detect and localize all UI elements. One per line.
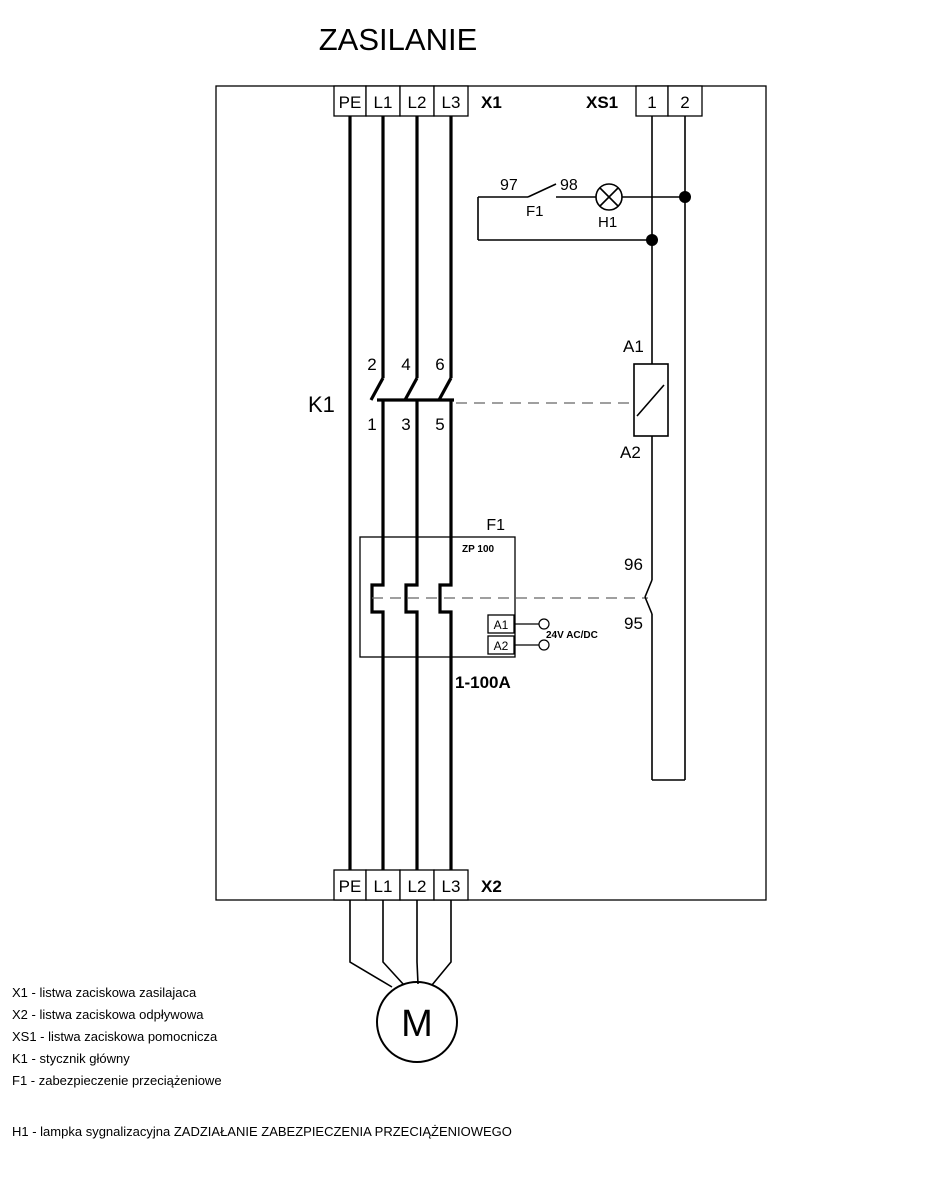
f1-nc-contact-lower <box>644 596 653 615</box>
f1-thermal-element-l3 <box>438 543 453 657</box>
junction-dot-xs1-1 <box>646 234 658 246</box>
f1-nc-contact-upper <box>644 579 653 598</box>
legend-item-x2: X2 - listwa zaciskowa odpływowa <box>12 1007 204 1022</box>
terminal-strip-x2: PE L1 L2 L3 X2 <box>333 869 502 901</box>
k1-terminal-6: 6 <box>435 355 444 374</box>
motor-lead-pe <box>349 900 393 988</box>
motor-lead-l1 <box>382 900 405 986</box>
xs1-cell-2 <box>667 85 703 117</box>
lamp-h1-label: H1 <box>598 214 617 231</box>
k1-label: K1 <box>308 392 335 417</box>
f1-97-98-contact <box>527 183 557 198</box>
phase-conductors-lower <box>381 657 453 870</box>
enclosure-frame <box>215 85 767 901</box>
overload-relay-f1: F1 ZP 100 A1 A2 24V AC/DC 1-100A <box>359 517 598 692</box>
contact-97-label: 97 <box>500 177 518 194</box>
legend-item-k1: K1 - stycznik główny <box>12 1051 130 1066</box>
f1-supply-a1-label: A1 <box>494 618 509 632</box>
f1-current-range: 1-100A <box>455 673 511 692</box>
xs1-label-1: 1 <box>647 93 656 112</box>
f1-housing <box>359 536 516 658</box>
xs1-name: XS1 <box>586 93 618 112</box>
k1-terminal-3: 3 <box>401 415 410 434</box>
f1-contact-96-label: 96 <box>624 555 643 574</box>
k1-coil-symbol <box>636 384 665 417</box>
contact-f1-label: F1 <box>526 203 544 220</box>
f1-supply-a2-label: A2 <box>494 639 509 653</box>
terminal-strip-x1: PE L1 L2 L3 X1 <box>333 85 502 117</box>
x2-label-l1: L1 <box>374 877 393 896</box>
f1-label: F1 <box>486 517 505 534</box>
terminal-strip-xs1: 1 2 XS1 <box>586 85 703 117</box>
junction-dot-xs1-2 <box>679 191 691 203</box>
h1-lamp-cross-b <box>599 187 619 207</box>
f1-supply-voltage: 24V AC/DC <box>546 630 598 641</box>
legend-item-x1: X1 - listwa zaciskowa zasilajaca <box>12 985 197 1000</box>
legend-footnote-h1: H1 - lampka sygnalizacyjna ZADZIAŁANIE Z… <box>12 1124 512 1139</box>
k1-contact-l2 <box>403 377 419 401</box>
x1-label-pe: PE <box>339 93 362 112</box>
x2-label-l2: L2 <box>408 877 427 896</box>
legend-item-f1: F1 - zabezpieczenie przeciążeniowe <box>12 1073 222 1088</box>
x1-label-l1: L1 <box>374 93 393 112</box>
f1-contact-95-label: 95 <box>624 614 643 633</box>
k1-terminal-4: 4 <box>401 355 410 374</box>
f1-supply-point-a1 <box>538 618 550 630</box>
motor-lead-l2 <box>416 900 419 985</box>
k1-contact-l3 <box>437 377 453 401</box>
x2-name: X2 <box>481 877 502 896</box>
k1-coil-a2-label: A2 <box>620 443 641 462</box>
control-circuit: A1 A2 96 95 <box>620 116 686 781</box>
f1-thermal-element-l1 <box>370 543 385 657</box>
diagram-title: ZASILANIE <box>319 22 478 57</box>
f1-thermal-element-l2 <box>404 543 419 657</box>
motor-label: M <box>401 1003 433 1045</box>
xs1-label-2: 2 <box>680 93 689 112</box>
f1-model: ZP 100 <box>462 544 494 555</box>
contact-98-label: 98 <box>560 177 578 194</box>
contactor-k1-contacts: K1 2 4 6 1 3 5 <box>308 355 454 543</box>
x1-label-l3: L3 <box>442 93 461 112</box>
k1-terminal-5: 5 <box>435 415 444 434</box>
k1-terminal-2: 2 <box>367 355 376 374</box>
x1-label-l2: L2 <box>408 93 427 112</box>
k1-contact-l1 <box>369 377 385 401</box>
x1-name: X1 <box>481 93 502 112</box>
signal-circuit: 97 98 F1 H1 <box>477 177 691 246</box>
motor-connection: M <box>349 900 458 1063</box>
legend-item-xs1: XS1 - listwa zaciskowa pomocnicza <box>12 1029 218 1044</box>
k1-coil-a1-label: A1 <box>623 337 644 356</box>
motor-lead-l3 <box>431 900 452 986</box>
x2-label-l3: L3 <box>442 877 461 896</box>
x2-label-pe: PE <box>339 877 362 896</box>
k1-terminal-1: 1 <box>367 415 376 434</box>
f1-supply-point-a2 <box>538 639 550 651</box>
k1-coil <box>633 363 669 437</box>
phase-conductors-upper <box>381 116 453 378</box>
motor-icon <box>376 981 458 1063</box>
